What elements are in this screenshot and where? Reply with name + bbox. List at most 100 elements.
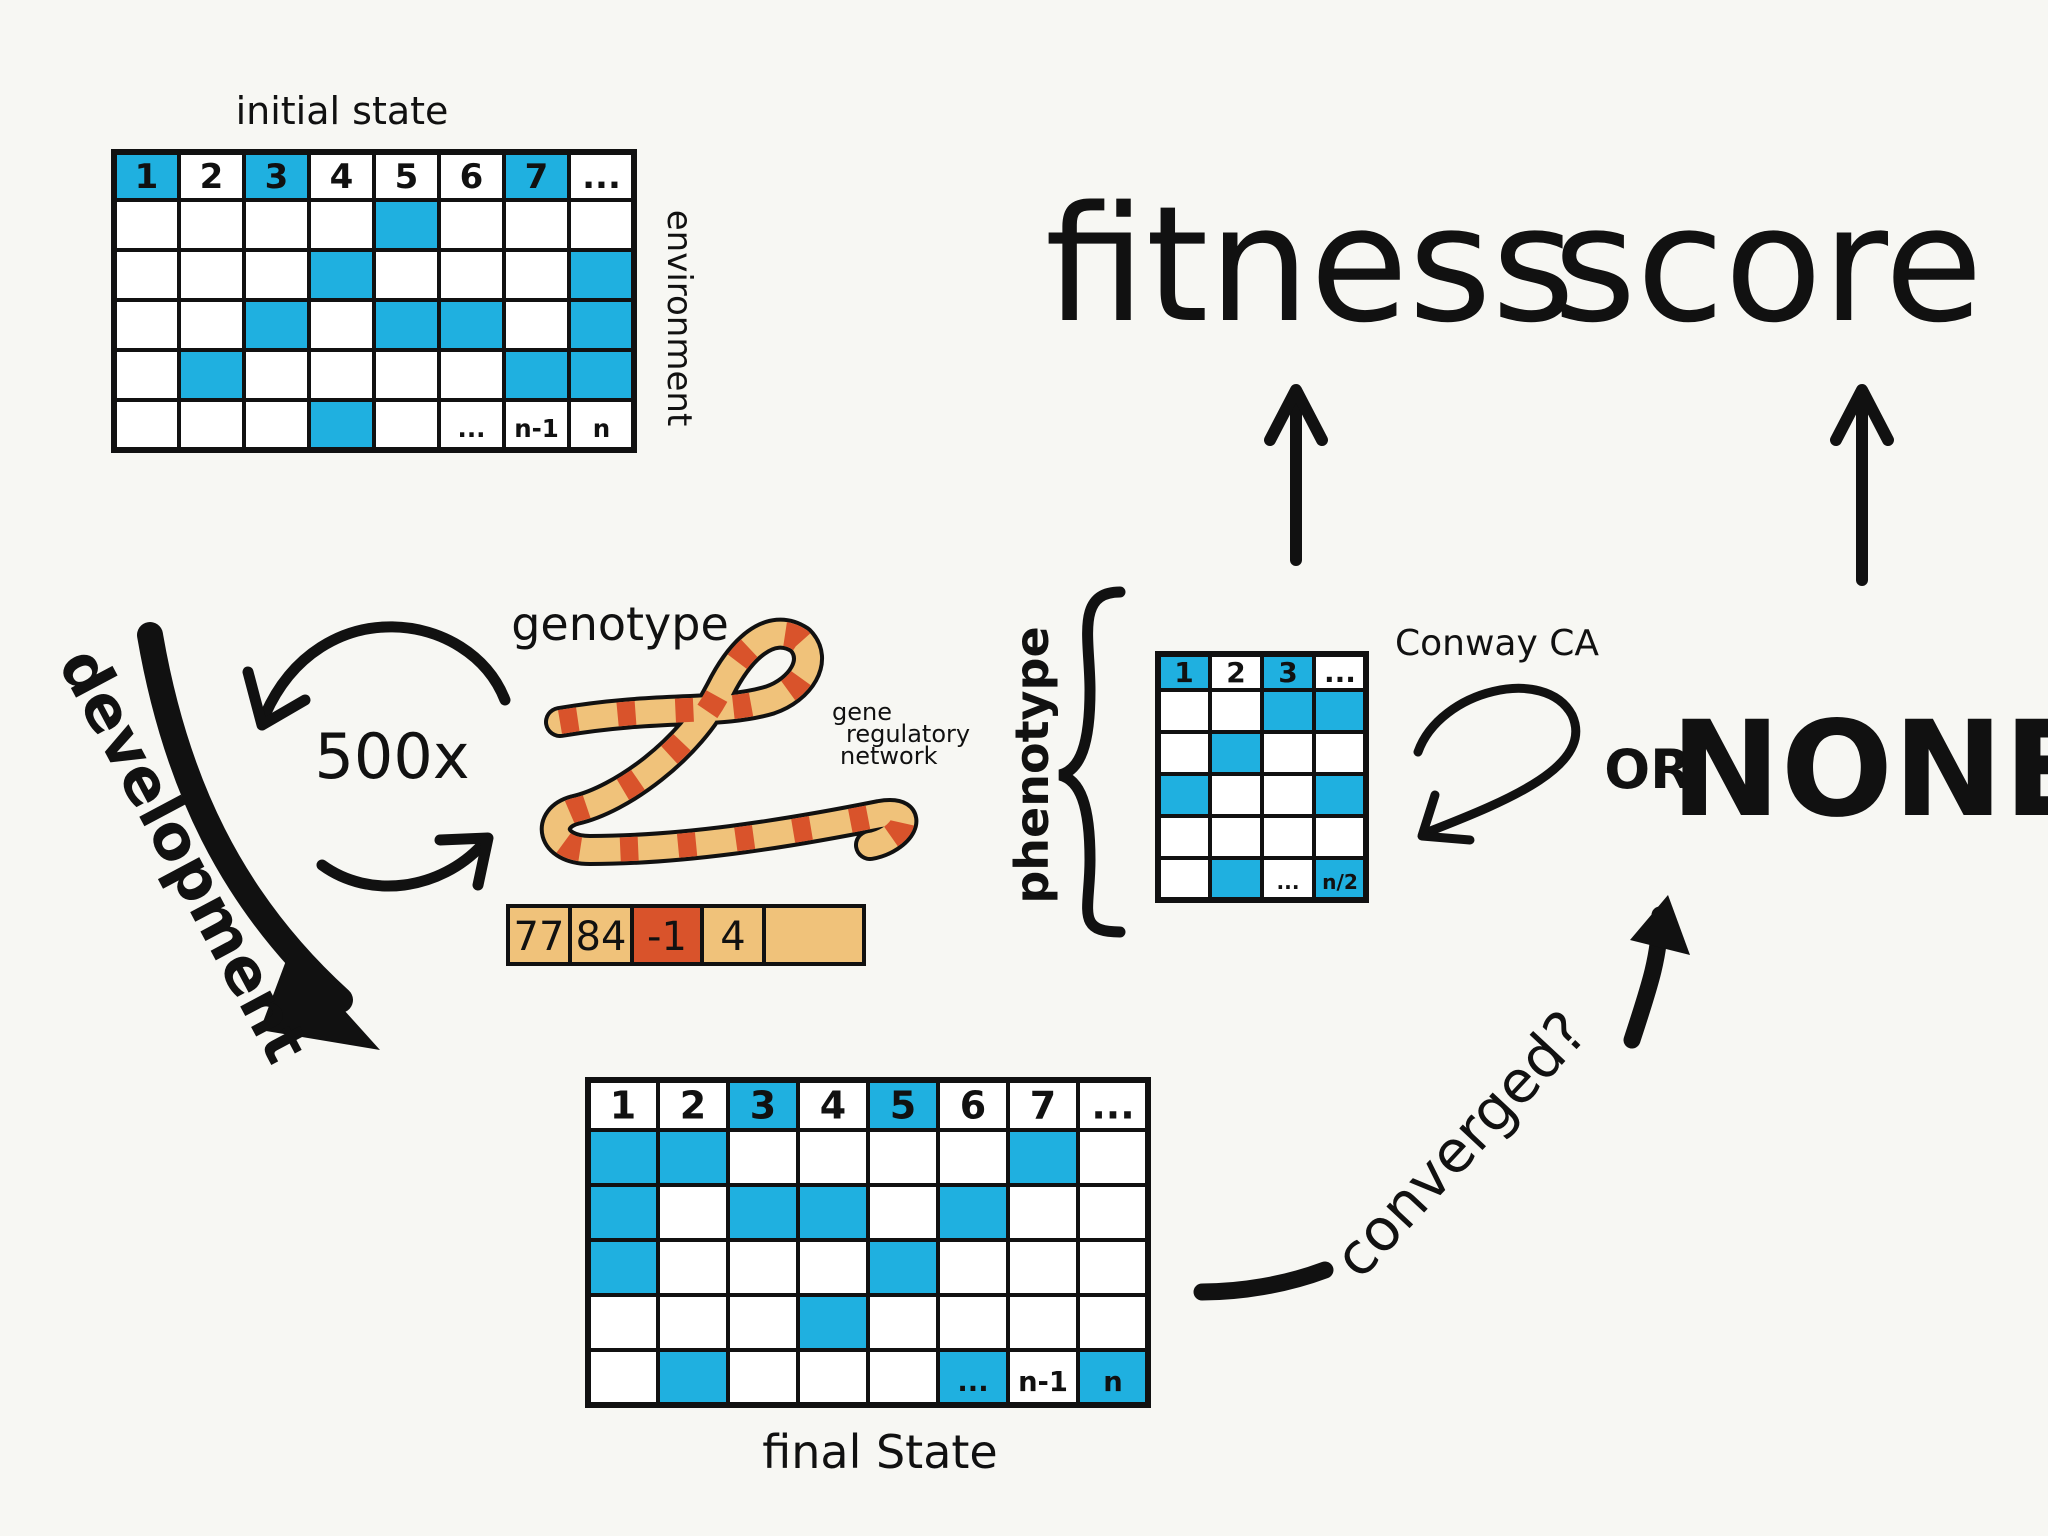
grid-cell-on xyxy=(656,1348,730,1407)
grid-cell-on xyxy=(177,348,246,402)
grid-header-label: 5 xyxy=(890,1084,916,1128)
grid-cell xyxy=(177,248,246,302)
grid-cell xyxy=(307,198,376,252)
grid-cell-on xyxy=(796,1183,870,1242)
grid-cell-on xyxy=(656,1128,730,1187)
grid-cell-on xyxy=(1006,1128,1080,1187)
grid-cell-label: n/2 xyxy=(1322,870,1358,894)
grid-cell-on xyxy=(866,1078,940,1132)
grid-cell-on xyxy=(372,198,441,252)
genotype-value: 77 xyxy=(514,914,565,960)
grid-cell xyxy=(1156,856,1212,902)
grid-cell xyxy=(437,198,506,252)
grid-cell xyxy=(502,248,571,302)
initial-state-label: initial state xyxy=(236,89,449,133)
grid-cell xyxy=(726,1348,800,1407)
grid-cell-on xyxy=(586,1183,660,1242)
grid-cell-on xyxy=(1312,772,1368,818)
grid-header-label: 2 xyxy=(680,1084,706,1128)
grid-cell xyxy=(936,1238,1010,1297)
genotype-value: 84 xyxy=(576,914,627,960)
grid-cell xyxy=(1312,730,1368,776)
repeat-count-label: 500x xyxy=(314,720,469,793)
grid-cell-on xyxy=(936,1348,1010,1407)
grid-header-label: ... xyxy=(582,157,621,197)
grid-header-label: 5 xyxy=(395,157,419,197)
development-label: development xyxy=(44,636,323,1074)
grid-header-label: 4 xyxy=(820,1084,846,1128)
grid-cell xyxy=(502,398,571,452)
grid-cell-on xyxy=(1076,1348,1150,1407)
environment-label: environment xyxy=(659,210,699,427)
grid-cell-on xyxy=(726,1183,800,1242)
grid-cell xyxy=(656,1238,730,1297)
or-label: OR xyxy=(1604,738,1692,801)
grid-header-label: ... xyxy=(1324,656,1356,689)
grid-cell-on xyxy=(502,348,571,402)
grid-cell-on xyxy=(307,248,376,302)
grid-cell xyxy=(1076,1293,1150,1352)
grid-cell xyxy=(242,398,311,452)
grid-cell xyxy=(307,298,376,352)
grid-cell xyxy=(796,1128,870,1187)
grid-cell xyxy=(372,248,441,302)
grid-cell-on xyxy=(1208,856,1264,902)
gene-regulatory-network-label: gene regulatory network xyxy=(832,698,970,770)
grid-cell-on xyxy=(1260,688,1316,734)
grid-header-label: 6 xyxy=(460,157,484,197)
grid-header-label: 7 xyxy=(525,157,549,197)
grid-header-label: 2 xyxy=(200,157,224,197)
grid-cell xyxy=(866,1348,940,1407)
grid-cell xyxy=(1006,1183,1080,1242)
grid-header-label: 7 xyxy=(1030,1084,1056,1128)
grid-cell xyxy=(372,348,441,402)
grid-cell-label: n-1 xyxy=(514,414,559,443)
grid-cell-label: ... xyxy=(957,1367,988,1398)
grid-cell xyxy=(1006,1293,1080,1352)
grid-header-label: 3 xyxy=(265,157,289,197)
grid-cell xyxy=(1076,1183,1150,1242)
grid-cell-on xyxy=(242,298,311,352)
grid-cell xyxy=(1208,814,1264,860)
grid-cell xyxy=(866,1293,940,1352)
conway-ca-label: Conway CA xyxy=(1395,623,1599,664)
grid-cell xyxy=(307,348,376,402)
grid-cell xyxy=(656,1183,730,1242)
gene-ribbon-icon xyxy=(539,617,919,866)
grid-header-label: 1 xyxy=(1174,656,1193,689)
grn-line-1: gene xyxy=(832,698,892,726)
grid-cell xyxy=(502,198,571,252)
up-arrow-icon xyxy=(1830,384,1894,586)
grn-line-2: regulatory xyxy=(846,720,970,748)
grid-cell xyxy=(1156,688,1212,734)
grid-header-label: 4 xyxy=(330,157,354,197)
grid-cell-label: ... xyxy=(1277,870,1300,894)
final-state-label: final State xyxy=(762,1425,997,1479)
grid-cell xyxy=(177,298,246,352)
grid-cell-label: ... xyxy=(458,414,486,443)
grid-cell-on xyxy=(1312,688,1368,734)
grid-cell-on xyxy=(586,1128,660,1187)
grid-cell xyxy=(1260,730,1316,776)
grid-cell-on xyxy=(866,1238,940,1297)
grid-cell xyxy=(796,1348,870,1407)
grid-cell-on xyxy=(1156,772,1212,818)
grid-cell-label: n xyxy=(593,414,610,443)
grid-cell xyxy=(372,398,441,452)
grid-cell xyxy=(1260,814,1316,860)
grid-cell xyxy=(502,298,571,352)
converged-arrow-icon xyxy=(1193,895,1690,1301)
grid-cell-on xyxy=(936,1183,1010,1242)
grid-cell xyxy=(112,298,181,352)
grid-cell-on xyxy=(307,398,376,452)
grid-cell xyxy=(586,1348,660,1407)
genotype-label: genotype xyxy=(511,597,729,651)
fitness-label: fitness xyxy=(1045,171,1575,358)
grid-header-label: 2 xyxy=(1226,656,1245,689)
grid-cell xyxy=(1156,730,1212,776)
grid-cell-label: n xyxy=(1103,1367,1122,1398)
grid-cell xyxy=(656,1293,730,1352)
